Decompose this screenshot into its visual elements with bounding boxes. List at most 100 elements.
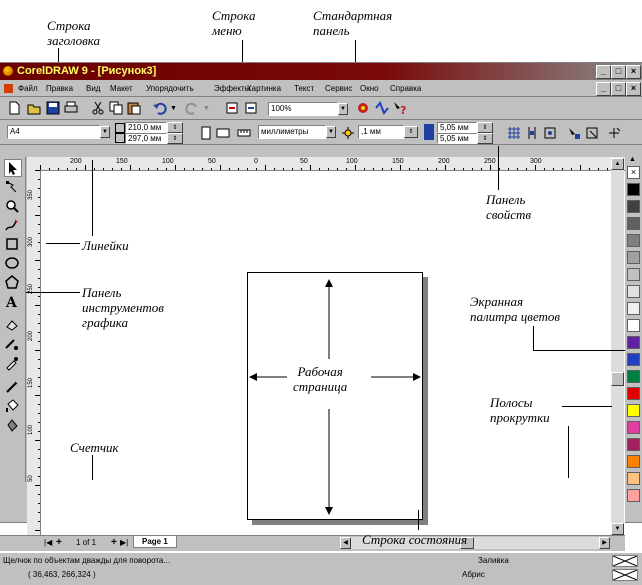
drawing-canvas[interactable]: Рабочая страница — [41, 171, 625, 535]
treat-as-filled-icon[interactable] — [566, 125, 582, 141]
menu-layout[interactable]: Макет — [110, 84, 133, 93]
outline-tool-icon[interactable] — [4, 379, 20, 395]
color-swatch[interactable] — [627, 353, 640, 366]
menu-arrange[interactable]: Упорядочить — [146, 84, 194, 93]
ruler-corner[interactable] — [27, 157, 41, 171]
horizontal-scroll-thumb[interactable] — [460, 537, 474, 549]
color-swatch[interactable] — [627, 438, 640, 451]
height-spinner[interactable]: ⇕ — [167, 133, 183, 144]
interactive-blend-tool-icon[interactable] — [4, 336, 20, 352]
paste-icon[interactable] — [126, 100, 142, 116]
draw-objects-when-moving-icon[interactable] — [584, 125, 600, 141]
nudge-field[interactable]: ,1 мм — [358, 125, 404, 139]
import-icon[interactable] — [224, 100, 240, 116]
menu-edit[interactable]: Правка — [46, 84, 74, 93]
coreldraw-app-icon[interactable] — [3, 66, 13, 76]
units-dropdown[interactable]: ▼ — [326, 126, 336, 138]
corel-launcher-icon[interactable] — [355, 100, 371, 116]
interactive-fill-tool-icon[interactable] — [4, 317, 20, 333]
shape-tool-icon[interactable] — [4, 179, 20, 195]
last-page-icon[interactable]: ▶| — [120, 538, 129, 547]
menu-bitmaps[interactable]: Картинка — [247, 84, 282, 93]
snap-to-grid-icon[interactable] — [506, 125, 522, 141]
close-button[interactable]: × — [626, 65, 641, 79]
freehand-tool-icon[interactable] — [4, 217, 20, 233]
vertical-scroll-thumb[interactable] — [611, 372, 624, 386]
fill-tool-icon[interactable] — [4, 398, 20, 414]
doc-restore-button[interactable]: □ — [611, 82, 626, 96]
color-swatch[interactable] — [627, 404, 640, 417]
no-color-swatch[interactable]: × — [627, 166, 640, 179]
doc-close-button[interactable]: × — [626, 82, 641, 96]
corel-online-icon[interactable] — [374, 100, 390, 116]
color-swatch[interactable] — [627, 251, 640, 264]
width-spinner[interactable]: ⇕ — [167, 122, 183, 133]
duplicate-y-field[interactable]: 5,05 мм — [437, 133, 477, 144]
document-icon[interactable] — [4, 84, 13, 93]
save-icon[interactable] — [45, 100, 61, 116]
horizontal-scrollbar[interactable]: ◀ ▶ — [340, 537, 610, 549]
palette-scroll-up-icon[interactable]: ▲ — [629, 156, 636, 163]
vertical-scrollbar[interactable]: ▲ ▼ — [611, 158, 624, 551]
landscape-icon[interactable] — [215, 125, 231, 141]
color-swatch[interactable] — [627, 370, 640, 383]
duplicate-y-spinner[interactable]: ⇕ — [477, 133, 493, 144]
pick-tool-icon[interactable] — [4, 159, 22, 177]
outline-swatch-icon[interactable] — [612, 569, 638, 581]
interactive-transparency-tool-icon[interactable] — [4, 417, 20, 433]
color-swatch[interactable] — [627, 268, 640, 281]
paper-height-field[interactable]: 297,0 мм — [125, 133, 167, 144]
zoom-dropdown-button[interactable]: ▼ — [338, 103, 348, 115]
menu-file[interactable]: Файл — [18, 84, 38, 93]
color-swatch[interactable] — [627, 489, 640, 502]
scroll-down-button[interactable]: ▼ — [611, 523, 624, 535]
menu-help[interactable]: Справка — [390, 84, 422, 93]
menu-tools[interactable]: Сервис — [325, 84, 353, 93]
color-swatch[interactable] — [627, 387, 640, 400]
first-page-icon[interactable]: |◀ — [44, 538, 53, 547]
color-swatch[interactable] — [627, 421, 640, 434]
menu-view[interactable]: Вид — [86, 84, 101, 93]
print-icon[interactable] — [63, 100, 79, 116]
color-swatch[interactable] — [627, 455, 640, 468]
ellipse-tool-icon[interactable] — [4, 255, 20, 271]
text-tool-icon[interactable]: A — [4, 293, 20, 311]
paper-type-dropdown[interactable]: ▼ — [100, 126, 110, 138]
options-icon[interactable] — [606, 125, 622, 141]
rectangle-tool-icon[interactable] — [4, 236, 20, 252]
scroll-left-button[interactable]: ◀ — [340, 537, 351, 549]
context-help-icon[interactable]: ? — [392, 100, 408, 117]
redo-icon[interactable] — [184, 100, 200, 116]
menu-window[interactable]: Окно — [360, 84, 379, 93]
color-swatch[interactable] — [627, 336, 640, 349]
menu-effects[interactable]: Эффекты — [214, 84, 251, 93]
doc-minimize-button[interactable]: _ — [596, 82, 611, 96]
paper-type-field[interactable]: A4 — [7, 125, 100, 139]
add-page-after-icon[interactable]: + — [111, 537, 117, 548]
open-folder-icon[interactable] — [26, 100, 42, 116]
redo-dropdown-icon[interactable]: ▼ — [203, 105, 210, 112]
color-swatch[interactable] — [627, 302, 640, 315]
undo-icon[interactable] — [152, 100, 168, 116]
drawing-page[interactable] — [247, 272, 423, 520]
zoom-tool-icon[interactable] — [4, 198, 20, 214]
duplicate-x-spinner[interactable]: ⇕ — [477, 122, 493, 133]
paper-width-field[interactable]: 210,0 мм — [125, 122, 167, 133]
color-swatch[interactable] — [627, 217, 640, 230]
snap-to-guidelines-icon[interactable] — [524, 125, 540, 141]
minimize-button[interactable]: _ — [596, 65, 611, 79]
undo-dropdown-icon[interactable]: ▼ — [170, 105, 177, 112]
zoom-level-field[interactable]: 100% — [268, 102, 338, 116]
nudge-spinner[interactable]: ⇕ — [404, 126, 418, 138]
new-file-icon[interactable] — [6, 100, 22, 116]
scroll-right-button[interactable]: ▶ — [599, 537, 610, 549]
fill-swatch-icon[interactable] — [612, 555, 638, 567]
scroll-up-button[interactable]: ▲ — [611, 158, 624, 170]
page-tab[interactable]: Page 1 — [133, 536, 177, 548]
color-swatch[interactable] — [627, 472, 640, 485]
color-swatch[interactable] — [627, 200, 640, 213]
menu-text[interactable]: Текст — [294, 84, 315, 93]
color-swatch[interactable] — [627, 285, 640, 298]
